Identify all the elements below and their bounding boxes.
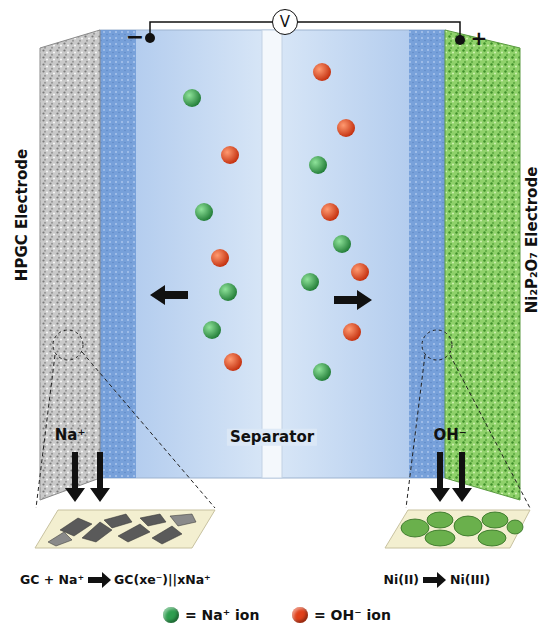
node-text: V xyxy=(280,13,290,31)
legend-text: = Na⁺ ion xyxy=(185,607,259,623)
ion-flow-arrow xyxy=(334,290,372,310)
na-ion xyxy=(309,156,327,174)
na-ion xyxy=(183,89,201,107)
reaction-arrow xyxy=(88,572,111,588)
separator-label: Separator xyxy=(227,429,317,446)
zoom-line xyxy=(406,355,425,508)
ions xyxy=(183,63,369,381)
down-arrows xyxy=(65,452,472,502)
electrode-interface xyxy=(409,30,445,478)
oh-ion xyxy=(337,119,355,137)
electrode-label: Ni₂P₂O₇ Electrode xyxy=(524,167,541,314)
oh-ion xyxy=(343,323,361,341)
electrolyte xyxy=(100,30,445,478)
legend-item: = Na⁺ ion xyxy=(163,607,259,623)
carbon-zoom-panel xyxy=(35,510,215,548)
reaction-text: GC(xe⁻)||xNa⁺ xyxy=(114,573,211,587)
legend-swatch xyxy=(163,607,179,623)
oh-ion xyxy=(221,146,239,164)
na-ion xyxy=(301,273,319,291)
external-wire xyxy=(150,22,460,40)
reaction-text: Ni(II) xyxy=(384,573,419,587)
nickel-zoom-panel xyxy=(385,510,530,548)
oh-ion xyxy=(211,249,229,267)
reaction-arrow xyxy=(423,572,446,588)
legend-item: = OH⁻ ion xyxy=(292,607,391,623)
zoom-line xyxy=(36,355,55,508)
reaction-text: GC + Na⁺ xyxy=(20,573,84,587)
zoom-line xyxy=(82,352,215,508)
ion-label: Na⁺ xyxy=(55,427,86,444)
reaction-text: Ni(III) xyxy=(450,573,490,587)
polarity-sign: + xyxy=(471,27,488,49)
ion-flow-arrow xyxy=(150,285,188,305)
separator xyxy=(262,30,282,478)
oh-ion xyxy=(321,203,339,221)
zoom-circle xyxy=(422,330,452,360)
terminal-dot xyxy=(145,33,155,43)
na-ion xyxy=(195,203,213,221)
na-ion xyxy=(313,363,331,381)
oh-ion xyxy=(313,63,331,81)
na-ion xyxy=(333,235,351,253)
hpgc-electrode xyxy=(40,30,100,500)
carbon-flakes xyxy=(48,514,196,546)
oh-ion xyxy=(224,353,242,371)
electrode-label: HPGC Electrode xyxy=(14,149,31,281)
na-ion xyxy=(203,321,221,339)
ion-label: OH⁻ xyxy=(433,427,466,444)
oh-ion xyxy=(351,263,369,281)
terminal-dot xyxy=(455,35,465,45)
legend-swatch xyxy=(292,607,308,623)
voltmeter-circle: V xyxy=(272,9,298,35)
nickel-particles xyxy=(401,512,523,546)
na-ion xyxy=(219,283,237,301)
polarity-sign: − xyxy=(126,25,144,49)
zoom-circle xyxy=(53,330,83,360)
electrode-interface xyxy=(100,30,136,478)
legend-text: = OH⁻ ion xyxy=(314,607,391,623)
